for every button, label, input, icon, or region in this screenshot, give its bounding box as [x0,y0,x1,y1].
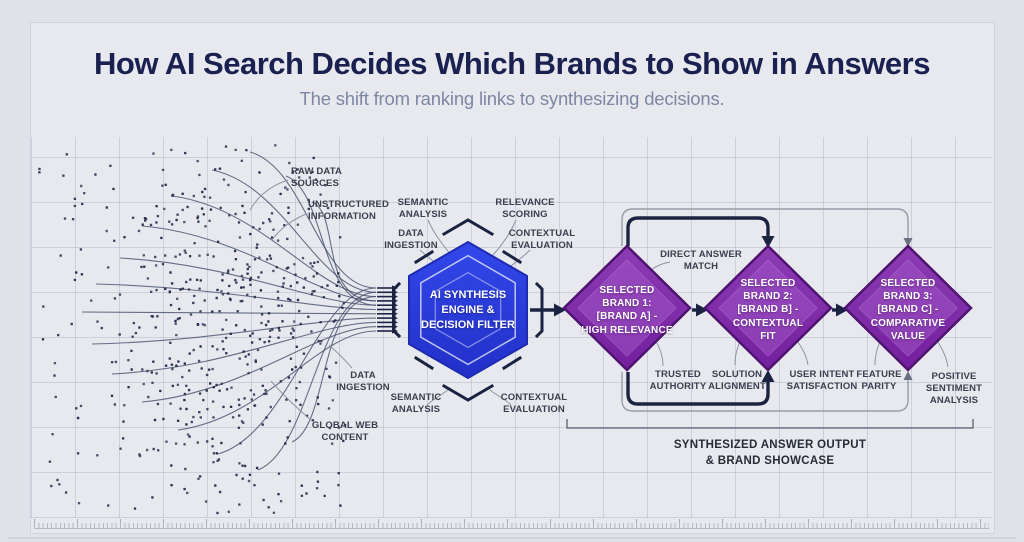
label-positive-sentiment-analysis: POSITIVE SENTIMENT ANALYSIS [925,371,983,407]
leader-lines [249,179,949,422]
inner-loop-arrowhead-top [761,236,775,248]
data-stream-curves [81,151,377,471]
diamond-brand-1 [562,244,692,372]
page-subtitle: The shift from ranking links to synthesi… [299,88,725,109]
diamond-brand-2 [703,244,833,372]
label-feature-parity: FEATURE PARITY [856,369,902,393]
bottom-edge-line [8,537,1016,539]
label-semantic-analysis-top: SEMANTIC ANALYSIS [397,197,449,221]
ruler-minor-ticks [34,523,989,528]
label-data-ingestion-top: DATA INGESTION [384,228,438,252]
label-relevance-scoring: RELEVANCE SCORING [495,197,555,221]
label-solution-alignment: SOLUTION ALIGNMENT [708,369,766,393]
hexagon-engine [408,240,528,380]
label-semantic-analysis-bottom: SEMANTIC ANALYSIS [390,392,442,416]
arrowhead-d2-to-d3 [836,303,848,317]
page-title: How AI Search Decides Which Brands to Sh… [94,46,930,81]
arrowhead-hex-to-d1 [554,303,566,317]
label-direct-answer-match: DIRECT ANSWER MATCH [660,249,742,273]
arrowhead-d1-to-d2 [696,303,708,317]
ingestion-arrows [377,285,398,334]
label-data-ingestion-left: DATA INGESTION [336,370,390,394]
synthesized-output-caption: SYNTHESIZED ANSWER OUTPUT & BRAND SHOWCA… [673,439,867,468]
outer-loop-arrowhead-top [903,238,913,247]
diamond-brand-2-label: SELECTED BRAND 2: [BRAND B] - CONTEXTUAL… [732,278,804,342]
raw-data-scatter [38,144,347,515]
label-contextual-evaluation-bottom: CONTEXTUAL EVALUATION [500,392,568,416]
hexagon-brackets [392,218,544,402]
label-trusted-authority: TRUSTED AUTHORITY [649,369,707,393]
hexagon-engine-label: AI SYNTHESIS ENGINE & DECISION FILTER [421,289,515,331]
label-user-intent-satisfaction: USER INTENT SATISFACTION [786,369,858,393]
inner-loop-arrowhead-bottom [761,370,775,382]
diamond-brand-3-label: SELECTED BRAND 3: [BRAND C] - COMPARATIV… [870,278,946,342]
bottom-ruler [34,518,989,529]
label-contextual-evaluation-top: CONTEXTUAL EVALUATION [508,228,576,252]
outer-feedback-loop [621,208,909,412]
outer-loop-arrowhead-bottom [903,371,913,380]
diamond-brand-3 [843,244,973,372]
output-bracket [566,419,974,429]
label-global-web-content: GLOBAL WEB CONTENT [311,420,379,444]
diamond-brand-1-label: SELECTED BRAND 1: [BRAND A] - HIGH RELEV… [581,285,673,336]
inner-feedback-loop [626,216,770,406]
label-unstructured-information: UNSTRUCTURED INFORMATION [308,199,389,223]
label-raw-data-sources: RAW DATA SOURCES [291,166,342,190]
